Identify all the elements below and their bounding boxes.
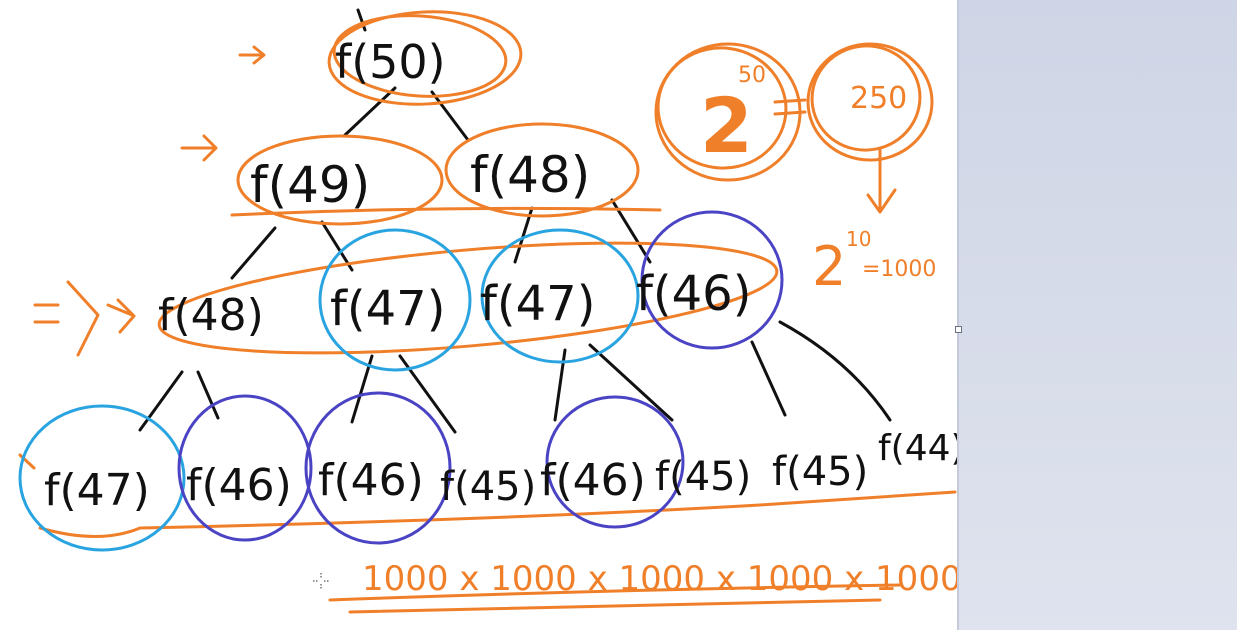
underline-bottom-2 xyxy=(348,598,882,614)
loop-f49 xyxy=(236,134,444,226)
circle-purple-f46-b xyxy=(177,394,313,542)
orange-highlights xyxy=(38,10,957,614)
crosshair-cursor-icon xyxy=(313,573,329,589)
edge-l2b-right xyxy=(398,354,457,434)
node-l1-0: f(49) xyxy=(250,156,370,214)
level-arrows xyxy=(18,45,266,470)
power-exponent: 50 xyxy=(738,63,766,88)
node-l3-7: f(44) xyxy=(878,428,957,469)
edge-49-right xyxy=(320,220,354,272)
underline-level-1 xyxy=(230,206,662,217)
edge-l2d-left xyxy=(750,340,787,417)
node-l1-1: f(48) xyxy=(470,146,590,204)
whiteboard-canvas[interactable]: f(50) f(49) f(48) f(48) f(47) f(47) f(46… xyxy=(0,0,957,630)
arrow-level-1 xyxy=(180,134,218,162)
node-l2-0: f(48) xyxy=(158,290,264,341)
node-circles xyxy=(18,210,784,552)
power-loop-right-2 xyxy=(810,44,922,152)
root-loop-2 xyxy=(332,14,508,98)
tree-edges xyxy=(138,8,892,434)
side-panel xyxy=(957,0,1237,630)
power-loop-right xyxy=(806,42,934,162)
resize-handle[interactable] xyxy=(955,326,962,333)
edge-l2c-right xyxy=(588,343,674,422)
root-loop-1 xyxy=(327,10,523,106)
power-loop-left-2 xyxy=(656,46,788,170)
edge-l2a-right xyxy=(196,370,220,420)
drawing-layer: f(50) f(49) f(48) f(48) f(47) f(47) f(46… xyxy=(18,8,957,614)
arrow-level-2 xyxy=(33,280,136,357)
loop-f48 xyxy=(444,122,640,218)
node-l3-3: f(45) xyxy=(440,464,536,510)
power-annotation: 2 50 250 2 10 =1000 xyxy=(654,42,936,298)
edge-49-left xyxy=(230,226,277,280)
node-l3-0: f(47) xyxy=(44,465,150,516)
node-l2-3: f(46) xyxy=(636,266,751,322)
approx-exponent: 10 xyxy=(846,227,871,251)
circle-purple-f46-c xyxy=(304,391,452,545)
circle-purple-f46 xyxy=(640,210,784,350)
power-base: 2 xyxy=(700,81,753,170)
circle-purple-f46-d xyxy=(545,395,685,529)
underline-level-3 xyxy=(38,490,957,538)
node-root: f(50) xyxy=(335,35,446,89)
edge-l2d-right xyxy=(778,320,892,422)
power-down-arrow xyxy=(866,148,897,214)
node-l3-4: f(46) xyxy=(540,455,646,506)
node-l3-2: f(46) xyxy=(318,455,424,506)
node-l3-6: f(45) xyxy=(772,449,868,495)
circle-cyan-f47-c xyxy=(18,404,186,552)
underline-bottom-1 xyxy=(328,583,902,602)
edge-root-top xyxy=(356,8,367,32)
edge-l2a-left xyxy=(138,370,184,432)
power-equals xyxy=(773,98,807,116)
node-l3-1: f(46) xyxy=(186,460,292,511)
bottom-product-line: 1000 x 1000 x 1000 x 1000 x 1000 xyxy=(362,559,957,599)
loop-level-2 xyxy=(157,241,779,355)
arrow-level-0 xyxy=(238,45,266,65)
edge-root-right xyxy=(430,90,470,142)
node-l2-1: f(47) xyxy=(330,281,445,337)
approx-base: 2 xyxy=(812,235,846,298)
node-l2-2: f(47) xyxy=(480,276,595,332)
tree-nodes: f(50) f(49) f(48) f(48) f(47) f(47) f(46… xyxy=(44,35,957,516)
power-rhs: 250 xyxy=(850,81,907,116)
approx-rhs: =1000 xyxy=(862,257,936,282)
circle-cyan-f47-b xyxy=(480,228,640,364)
edge-root-left xyxy=(343,86,397,137)
circle-cyan-f47-a xyxy=(318,228,472,372)
node-l3-5: f(45) xyxy=(655,454,751,500)
